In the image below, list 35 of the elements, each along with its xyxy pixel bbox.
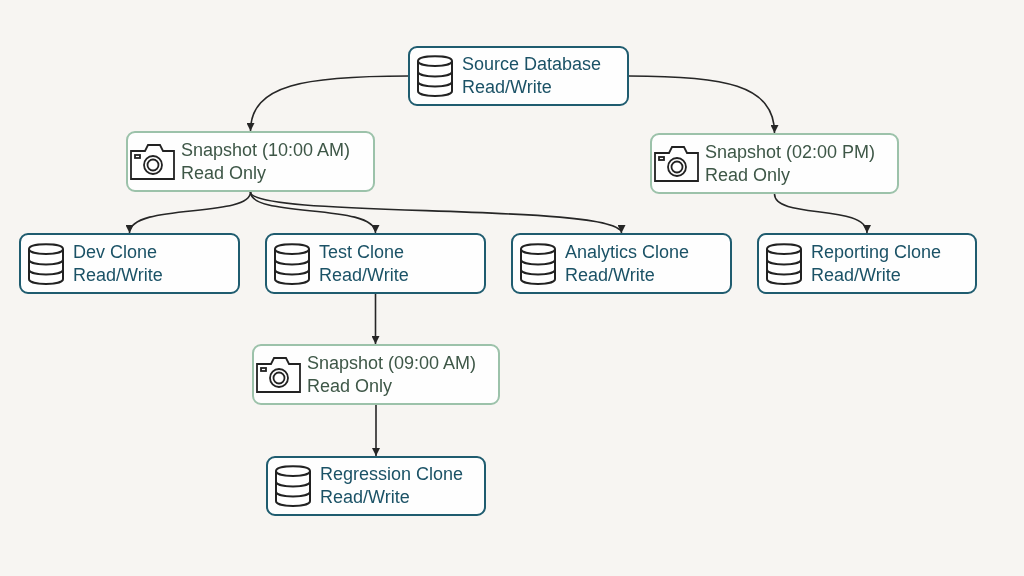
snapshot-box — [126, 131, 375, 192]
database-box — [408, 46, 629, 106]
arrow — [249, 191, 377, 234]
node-title: Reporting Clone — [811, 240, 942, 264]
node-title: Dev Clone — [73, 240, 159, 264]
node-title: Source Database — [462, 53, 602, 76]
arrow — [247, 75, 409, 132]
access-mode-label: Read Only — [307, 374, 394, 398]
access-mode-label: Read/Write — [811, 263, 902, 287]
arrow — [372, 404, 380, 457]
arrow — [249, 191, 623, 234]
database-box — [757, 233, 977, 294]
node-title: Regression Clone — [320, 463, 464, 486]
snapshot-box — [252, 344, 500, 405]
arrow — [773, 193, 869, 234]
node-title: Snapshot (02:00 PM) — [705, 140, 876, 164]
snapshot-box — [650, 133, 899, 194]
arrow — [628, 75, 778, 134]
database-box — [511, 233, 732, 294]
access-mode-label: Read/Write — [320, 486, 411, 509]
database-box — [19, 233, 240, 294]
access-mode-label: Read/Write — [73, 263, 163, 287]
node-title: Test Clone — [319, 240, 406, 264]
access-mode-label: Read Only — [705, 163, 792, 187]
arrow — [128, 191, 252, 234]
database-box — [265, 233, 486, 294]
node-title: Snapshot (10:00 AM) — [181, 138, 351, 162]
arrow — [371, 293, 380, 345]
access-mode-label: Read Only — [181, 161, 268, 185]
access-mode-label: Read/Write — [462, 76, 553, 99]
database-box — [266, 456, 486, 516]
access-mode-label: Read/Write — [565, 263, 656, 287]
node-title: Snapshot (09:00 AM) — [307, 351, 477, 375]
access-mode-label: Read/Write — [319, 263, 409, 287]
node-title: Analytics Clone — [565, 240, 690, 264]
